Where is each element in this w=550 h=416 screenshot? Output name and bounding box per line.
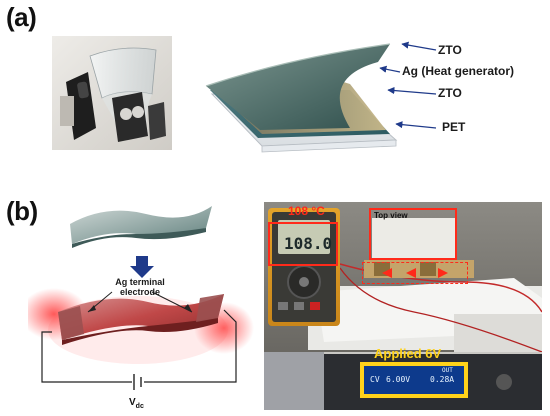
layer-label-zto-top: ZTO bbox=[438, 43, 462, 57]
vdc-label: Vdc bbox=[129, 397, 144, 410]
top-view-label: Top view bbox=[374, 211, 408, 220]
vdc-sub: dc bbox=[135, 403, 144, 410]
vdc-main: V bbox=[129, 397, 136, 408]
top-view-box bbox=[369, 208, 457, 260]
multimeter-highlight-box bbox=[268, 222, 338, 266]
psu-voltage: 6.00V bbox=[386, 375, 411, 384]
flexible-heater-photo-drawing bbox=[52, 36, 172, 150]
psu-current: 0.28A bbox=[430, 375, 455, 384]
flexible-heater-photo bbox=[52, 36, 172, 150]
sample-dashed-box bbox=[362, 262, 468, 284]
layer-label-ag: Ag (Heat generator) bbox=[402, 64, 515, 78]
multimeter-reading: 108.0 bbox=[284, 234, 333, 253]
current-arrows bbox=[382, 268, 448, 278]
panel-b-label: (b) bbox=[6, 196, 38, 226]
psu-display-box bbox=[360, 362, 468, 398]
down-arrow-icon bbox=[130, 256, 154, 278]
layer-stack-diagram bbox=[205, 43, 398, 153]
layer-label-zto-bottom: ZTO bbox=[438, 86, 462, 100]
layer-callout-arrows bbox=[379, 41, 437, 129]
unheated-film bbox=[70, 206, 212, 248]
psu-out: OUT bbox=[442, 367, 453, 374]
layer-label-pet: PET bbox=[442, 120, 466, 134]
heated-film-circuit bbox=[28, 288, 254, 390]
applied-voltage-label: Applied 6V bbox=[374, 346, 442, 361]
psu-cv: CV bbox=[370, 375, 380, 384]
electrode-label: Ag terminal electrode bbox=[100, 277, 180, 297]
zto-top-layer bbox=[206, 44, 390, 130]
panel-a-label: (a) bbox=[6, 2, 37, 32]
electrode-label-line1: Ag terminal bbox=[115, 277, 165, 287]
temperature-label: 108 °C bbox=[288, 204, 325, 218]
electrode-label-line2: electrode bbox=[119, 287, 161, 297]
